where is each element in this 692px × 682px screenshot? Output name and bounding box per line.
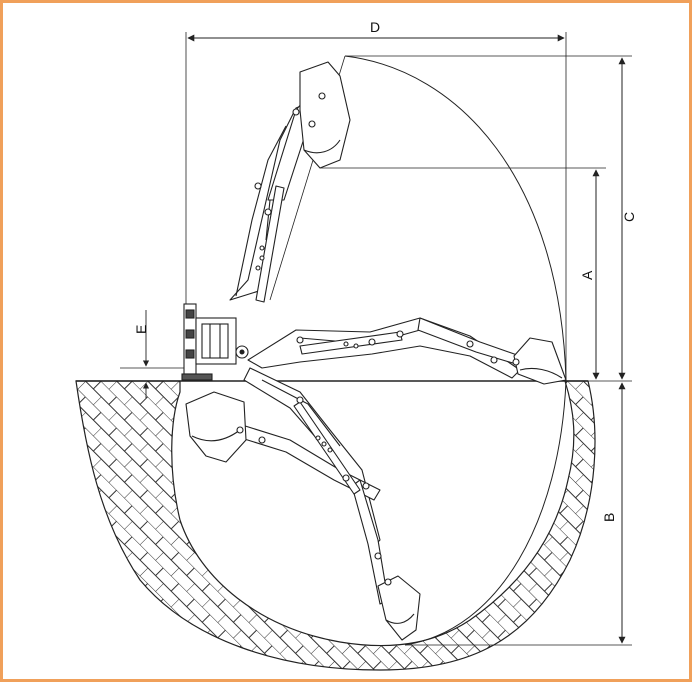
reach-envelope-upper	[344, 55, 567, 381]
ground-section	[75, 380, 596, 671]
arm-digging	[185, 367, 421, 641]
dimension-c-label: C	[621, 212, 637, 222]
dimension-e-label: E	[133, 325, 149, 334]
arm-extended	[247, 317, 567, 385]
dimension-b-label: B	[601, 513, 617, 522]
dimension-d-label: D	[370, 19, 380, 35]
dimension-a-label: A	[579, 270, 595, 280]
arm-raised	[229, 61, 351, 303]
reach-envelope-lower	[404, 380, 567, 646]
mounting-frame	[181, 303, 249, 381]
